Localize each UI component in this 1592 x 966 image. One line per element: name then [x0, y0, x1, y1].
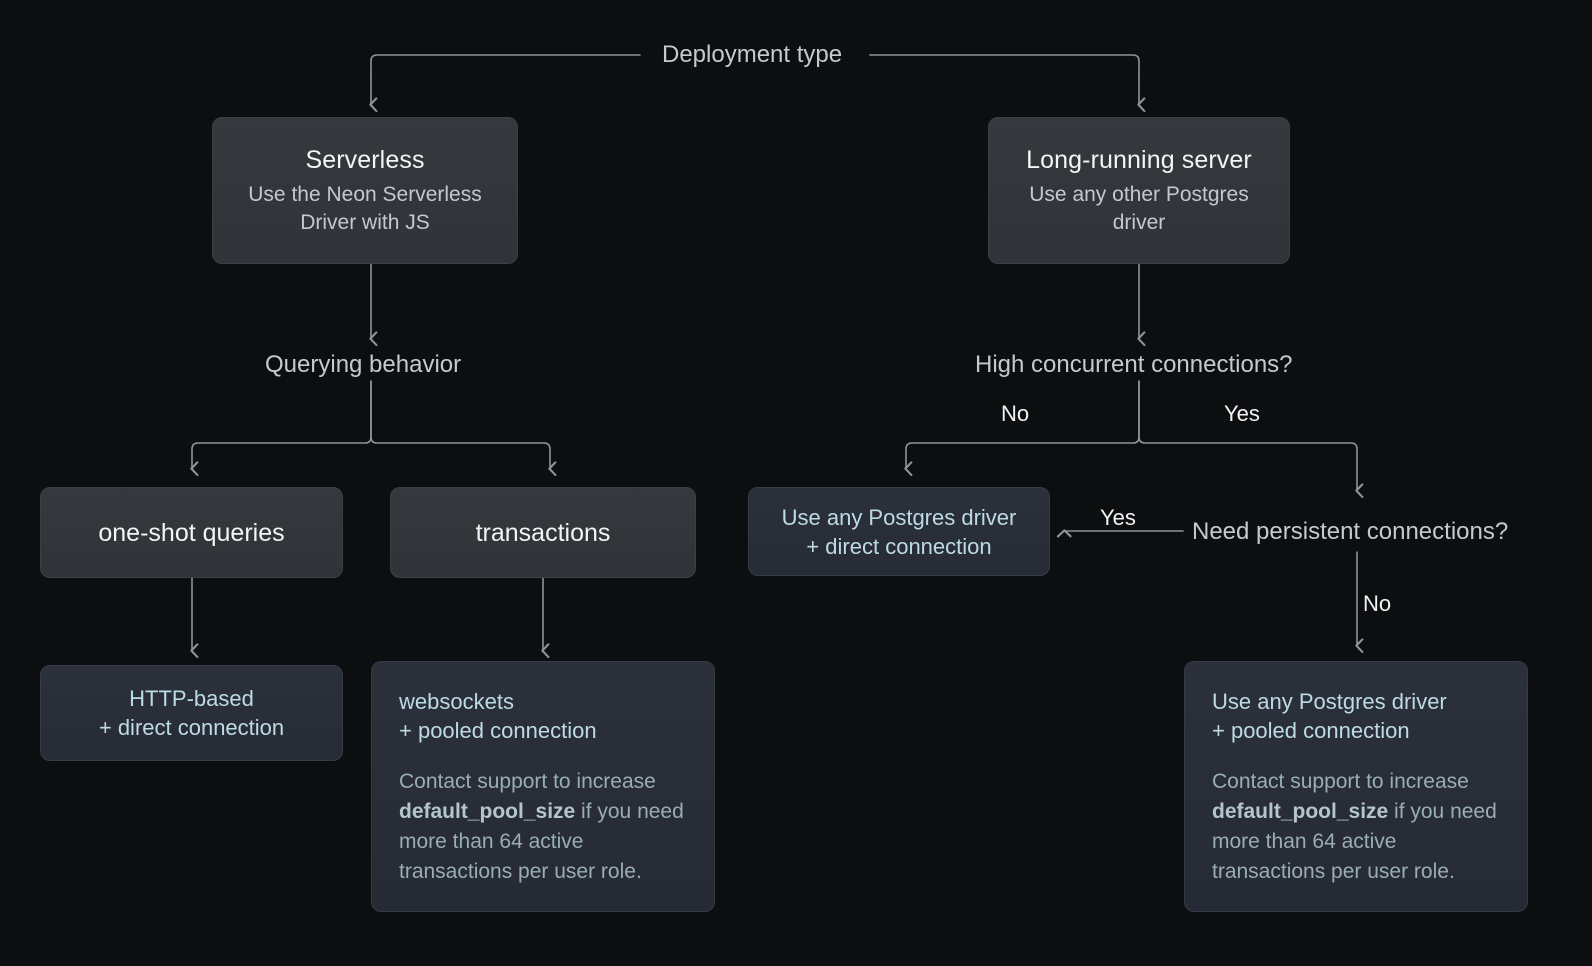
node-long-running-title: Long-running server	[1026, 146, 1252, 174]
node-serverless-title: Serverless	[305, 146, 425, 174]
node-outcome-websockets-note: Contact support to increase default_pool…	[399, 767, 687, 887]
node-outcome-websockets-note-code: default_pool_size	[399, 799, 576, 823]
node-outcome-postgres-direct[interactable]: Use any Postgres driver + direct connect…	[748, 487, 1050, 576]
node-outcome-websockets-note-pre: Contact support to increase	[399, 769, 656, 793]
node-long-running-subtitle-line1: Use any other Postgres	[1029, 183, 1249, 206]
node-outcome-postgres-direct-text: Use any Postgres driver + direct connect…	[782, 503, 1017, 561]
edge-label-no-persistent: No	[1363, 591, 1392, 616]
node-long-running-server[interactable]: Long-running server Use any other Postgr…	[988, 117, 1290, 264]
decision-querying-behavior: Querying behavior	[265, 351, 462, 378]
node-outcome-postgres-pooled-heading: Use any Postgres driver + pooled connect…	[1212, 687, 1447, 745]
root-decision-label: Deployment type	[648, 40, 857, 70]
node-outcome-websockets-heading: websockets + pooled connection	[399, 687, 597, 745]
node-outcome-websockets-pooled[interactable]: websockets + pooled connection Contact s…	[371, 661, 715, 912]
node-outcome-postgres-pooled-note-code: default_pool_size	[1212, 799, 1389, 823]
node-outcome-http-direct-text: HTTP-based + direct connection	[99, 684, 284, 742]
node-outcome-websockets-line1: websockets	[399, 688, 514, 714]
node-outcome-websockets-line2: + pooled connection	[399, 717, 597, 743]
node-outcome-postgres-pooled[interactable]: Use any Postgres driver + pooled connect…	[1184, 661, 1528, 912]
node-outcome-postgres-direct-line2: + direct connection	[806, 533, 992, 559]
node-long-running-subtitle: Use any other Postgres driver	[1029, 181, 1248, 237]
edge-label-yes-persistent: Yes	[1100, 505, 1136, 530]
node-one-shot-queries-label: one-shot queries	[98, 518, 285, 547]
edge-label-no-high-concurrency: No	[1001, 401, 1030, 426]
node-outcome-websockets-note-post: if you need more than 64 active transact…	[399, 799, 684, 883]
node-serverless[interactable]: Serverless Use the Neon Serverless Drive…	[212, 117, 518, 264]
node-serverless-subtitle-line1: Use the Neon Serverless	[248, 183, 482, 206]
node-outcome-postgres-pooled-note-post: if you need more than 64 active transact…	[1212, 799, 1497, 883]
node-serverless-subtitle-line2: Driver with JS	[300, 211, 430, 234]
decision-high-concurrent-connections: High concurrent connections?	[975, 351, 1293, 378]
decision-need-persistent-connections: Need persistent connections?	[1192, 518, 1509, 545]
edge-label-yes-high-concurrency: Yes	[1224, 401, 1260, 426]
node-outcome-postgres-pooled-line2: + pooled connection	[1212, 717, 1410, 743]
node-one-shot-queries[interactable]: one-shot queries	[40, 487, 343, 578]
node-long-running-subtitle-line2: driver	[1112, 211, 1166, 234]
node-outcome-postgres-pooled-note-pre: Contact support to increase	[1212, 769, 1469, 793]
node-transactions[interactable]: transactions	[390, 487, 696, 578]
node-outcome-http-direct-line1: HTTP-based	[129, 686, 254, 711]
node-transactions-label: transactions	[475, 518, 611, 547]
node-outcome-http-direct[interactable]: HTTP-based + direct connection	[40, 665, 343, 761]
node-outcome-postgres-direct-line1: Use any Postgres driver	[781, 504, 1017, 530]
node-outcome-postgres-pooled-note: Contact support to increase default_pool…	[1212, 767, 1500, 887]
node-outcome-postgres-pooled-line1: Use any Postgres driver	[1212, 688, 1447, 714]
node-outcome-http-direct-line2: + direct connection	[98, 715, 285, 740]
node-serverless-subtitle: Use the Neon Serverless Driver with JS	[248, 181, 481, 237]
